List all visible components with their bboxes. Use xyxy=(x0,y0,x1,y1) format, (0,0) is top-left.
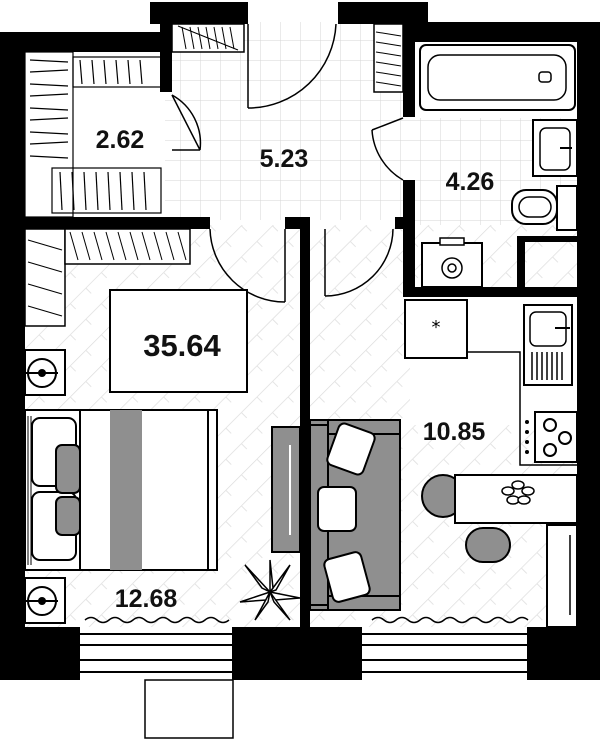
wardrobe-door xyxy=(171,94,202,151)
room-area-wardrobe: 2.62 xyxy=(96,126,145,154)
dining-table xyxy=(421,474,578,563)
bathroom-sink xyxy=(532,119,578,177)
bathtub xyxy=(419,44,576,111)
kitchen-sink xyxy=(523,304,573,386)
sofa xyxy=(309,419,401,611)
hall-shelf xyxy=(171,23,245,53)
bed xyxy=(24,409,218,571)
curtain-living xyxy=(371,616,529,624)
window-living xyxy=(362,627,527,680)
toilet xyxy=(511,185,578,231)
fridge: * xyxy=(404,299,468,359)
wardrobe-rails xyxy=(24,51,162,218)
curtain-bedroom xyxy=(84,616,230,624)
tv-stand xyxy=(271,426,301,553)
hallway-floor xyxy=(165,22,412,220)
kitchen-counter xyxy=(466,300,577,466)
walls xyxy=(0,2,600,680)
balcony-step xyxy=(144,679,234,739)
bathroom-door xyxy=(371,117,404,181)
hall-shelf-right xyxy=(373,23,404,93)
total-area-label: 35.64 xyxy=(143,328,221,363)
room-area-bedroom: 12.68 xyxy=(115,585,178,613)
stove xyxy=(525,411,578,463)
plant xyxy=(239,559,301,621)
bedroom-shelf xyxy=(24,228,191,327)
total-area-box xyxy=(109,289,248,393)
room-area-kitchen-living: 10.85 xyxy=(423,418,486,446)
entrance-door xyxy=(247,23,337,109)
svg-text:*: * xyxy=(432,317,441,338)
washing-machine xyxy=(421,237,483,288)
nightstand-top xyxy=(24,349,66,396)
living-door xyxy=(324,228,394,297)
window-bedroom xyxy=(80,627,232,680)
bedroom-door xyxy=(209,228,286,303)
room-area-bathroom: 4.26 xyxy=(446,168,495,196)
living-cabinet xyxy=(546,524,578,628)
nightstand-bottom xyxy=(24,577,66,624)
room-area-hallway: 5.23 xyxy=(260,145,309,173)
